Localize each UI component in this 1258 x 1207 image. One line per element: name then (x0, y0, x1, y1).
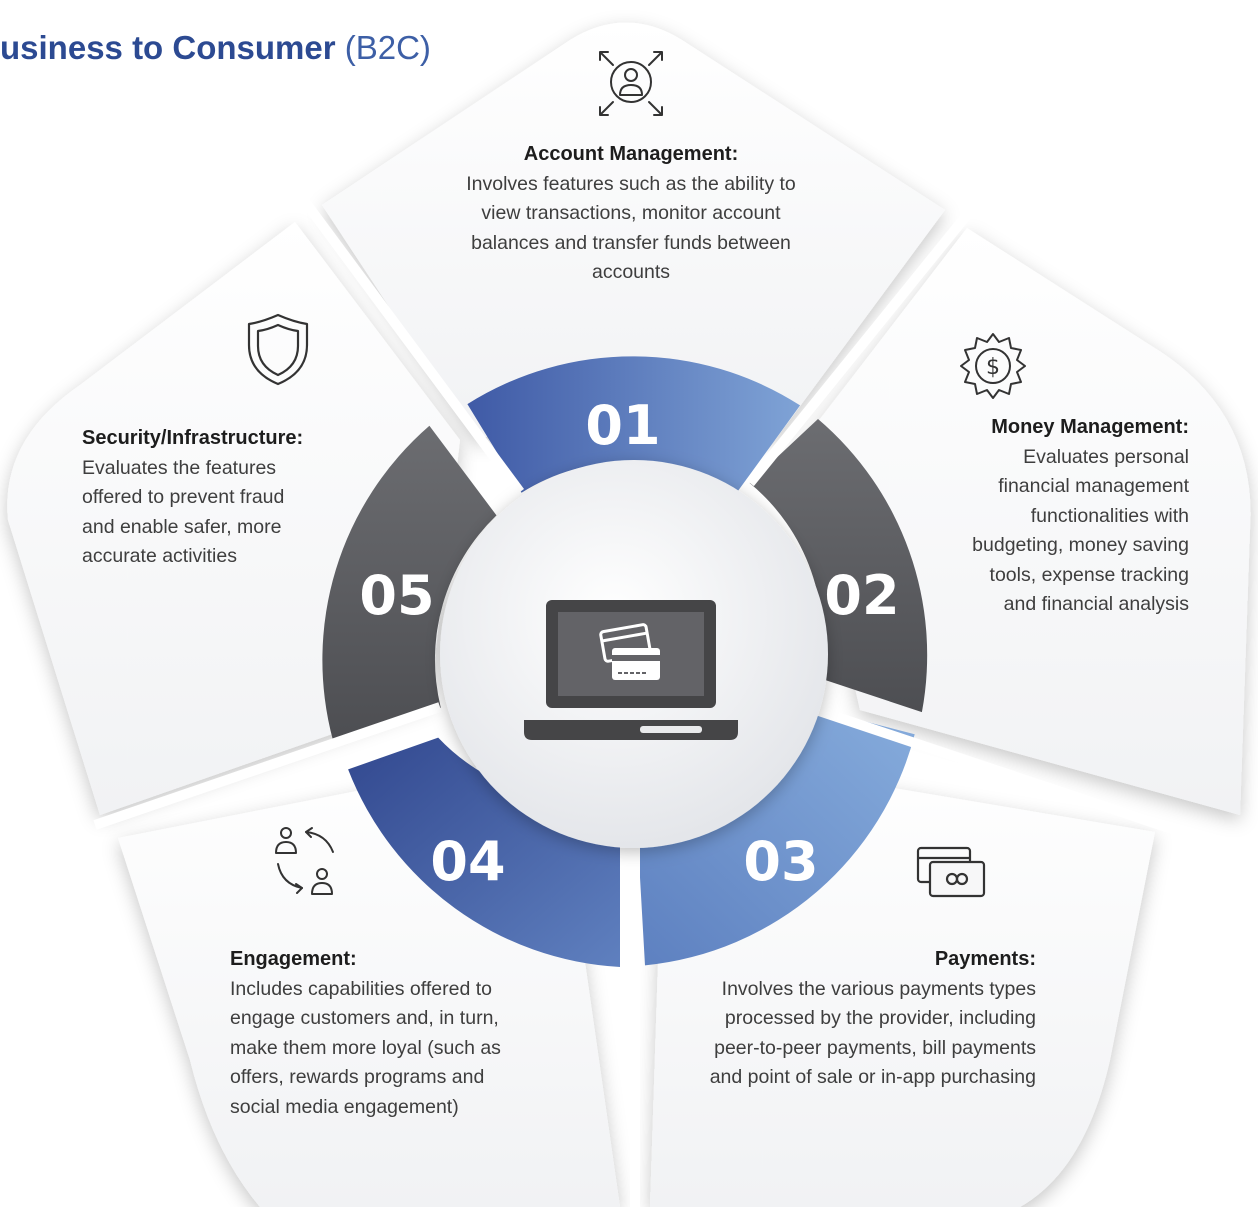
segment-number-02: 02 (824, 564, 899, 627)
panel-account-management (322, 22, 945, 440)
segment-number-05: 05 (359, 564, 434, 627)
segment-number-03: 03 (743, 830, 818, 893)
engagement-text: Includes capabilities offered to engage … (230, 977, 501, 1118)
users-exchange-icon (275, 827, 334, 895)
segment-03 (635, 707, 915, 966)
payments-block: Payments: Involves the various payments … (680, 945, 1036, 1093)
payments-title: Payments: (934, 948, 1036, 970)
money-management-block: Money Management: Evaluates personal fin… (952, 413, 1189, 620)
account-user-icon (599, 51, 663, 116)
money-management-text: Evaluates personal financial management … (972, 445, 1189, 616)
segment-04 (348, 737, 620, 967)
security-infrastructure-block: Security/Infrastructure: Evaluates the f… (82, 424, 307, 572)
segment-02 (749, 419, 928, 713)
segment-number-04: 04 (430, 830, 505, 893)
engagement-title: Engagement: (230, 948, 357, 970)
segment-01 (467, 356, 801, 494)
account-management-block: Account Management: Involves features su… (446, 140, 816, 288)
laptop-credit-card-icon (524, 600, 738, 740)
dollar-gear-icon: $ (960, 333, 1026, 399)
svg-text:$: $ (986, 355, 1000, 380)
separators (93, 192, 1177, 1207)
cards-icon (916, 846, 986, 898)
account-management-text: Involves features such as the ability to… (466, 172, 796, 284)
security-infrastructure-title: Security/Infrastructure: (82, 427, 304, 449)
segment-number-01: 01 (585, 394, 660, 457)
account-management-title: Account Management: (523, 143, 739, 165)
engagement-block: Engagement: Includes capabilities offere… (230, 945, 530, 1122)
payments-text: Involves the various payments types proc… (709, 977, 1036, 1089)
title-strong: usiness to Consumer (0, 29, 336, 66)
money-management-title: Money Management: (991, 416, 1189, 438)
security-infrastructure-text: Evaluates the features offered to preven… (82, 456, 285, 568)
page-title: usiness to Consumer (B2C) (0, 28, 431, 68)
shield-icon (247, 313, 309, 386)
title-light: (B2C) (344, 29, 431, 66)
segment-05 (322, 425, 497, 741)
